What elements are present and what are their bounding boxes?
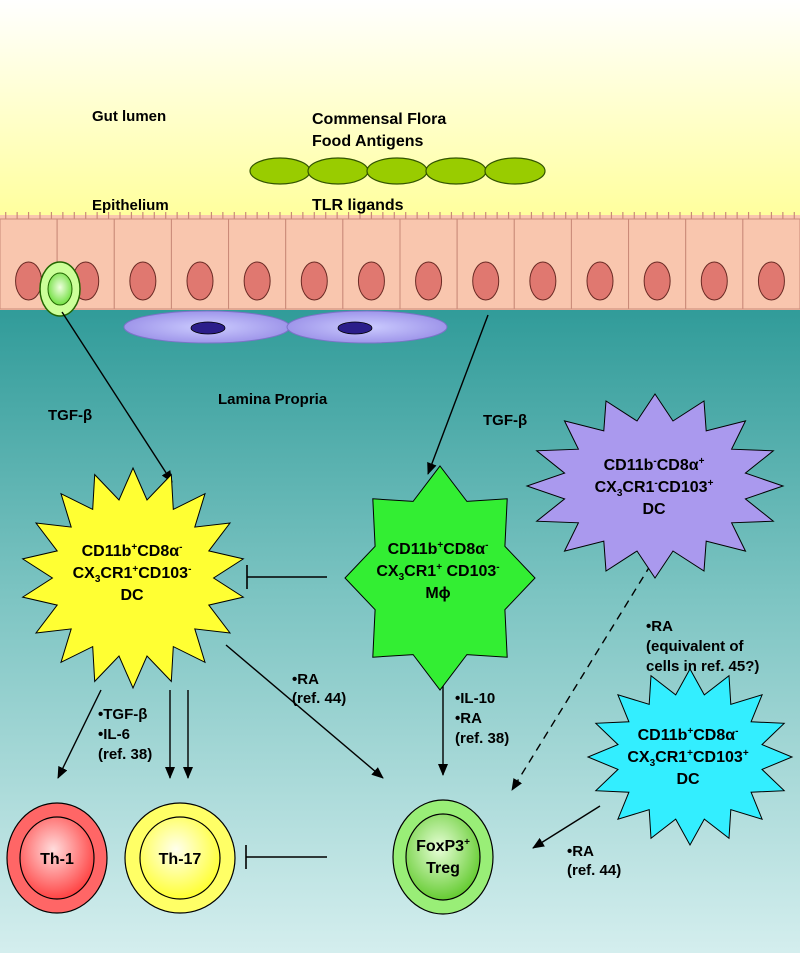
food-antigen-particle xyxy=(484,157,546,185)
svg-text:(ref. 44): (ref. 44) xyxy=(292,690,346,707)
gut-lumen-label: Gut lumen xyxy=(92,108,166,125)
th1-label: Th-1 xyxy=(40,851,74,868)
dc-purple-cell xyxy=(525,393,785,579)
svg-text:(ref. 38): (ref. 38) xyxy=(98,746,152,763)
dc-yellow-cell xyxy=(21,466,245,690)
svg-text:(equivalent of: (equivalent of xyxy=(646,638,745,655)
svg-text:DC: DC xyxy=(120,587,144,604)
tlr-ligands-label: TLR ligands xyxy=(312,197,404,214)
macrophage-green-label: CD11b+CD8α- CX3CR1+ CD103- Mϕ xyxy=(376,540,499,602)
signal-dc-cyan-to-treg: •RA (ref. 44) xyxy=(567,843,621,879)
macrophage-green-cell xyxy=(344,465,536,691)
treg-cell: FoxP3+ Treg xyxy=(392,799,494,915)
svg-text:•IL-6: •IL-6 xyxy=(98,726,130,743)
svg-text:(ref. 38): (ref. 38) xyxy=(455,730,509,747)
svg-text:•RA: •RA xyxy=(292,671,319,688)
svg-text:•RA: •RA xyxy=(646,618,673,635)
arrow-mcell-to-dc xyxy=(61,311,173,483)
epithelial-nucleus xyxy=(186,261,214,301)
th17-cell: Th-17 xyxy=(124,802,236,914)
epithelial-nucleus xyxy=(357,261,385,301)
th1-cell: Th-1 xyxy=(6,802,108,914)
epithelium-label: Epithelium xyxy=(92,197,169,214)
food-antigen-particle xyxy=(249,157,311,185)
treg-label-treg: Treg xyxy=(426,860,460,877)
dc-cyan-label: CD11b+CD8α- CX3CR1+CD103+ DC xyxy=(627,726,748,788)
dc-nucleus-left xyxy=(190,321,226,335)
svg-text:•TGF-β: •TGF-β xyxy=(98,706,147,723)
lamina-propria-label: Lamina Propria xyxy=(218,391,328,408)
svg-text:•RA: •RA xyxy=(455,710,482,727)
epithelial-nucleus xyxy=(472,261,500,301)
svg-text:CD11b+CD8α-: CD11b+CD8α- xyxy=(388,540,489,558)
svg-text:CX3CR1+CD103+: CX3CR1+CD103+ xyxy=(627,748,748,769)
arrow-dc-to-treg xyxy=(225,644,384,779)
arrow-dc-purple-to-treg xyxy=(511,552,659,791)
svg-text:CX3CR1+ CD103-: CX3CR1+ CD103- xyxy=(376,562,499,583)
svg-text:CX3CR1+CD103-: CX3CR1+CD103- xyxy=(73,564,192,585)
dc-purple-label: CD11b-CD8α+ CX3CR1-CD103+ DC xyxy=(595,456,714,518)
signal-mphi-to-treg: •IL-10 •RA (ref. 38) xyxy=(455,690,509,747)
inhibit-treg-to-th17 xyxy=(245,845,327,869)
svg-text:DC: DC xyxy=(642,501,666,518)
dc-yellow-label: CD11b+CD8α- CX3CR1+CD103- DC xyxy=(73,542,192,604)
food-antigen-particles xyxy=(249,157,546,185)
svg-text:CD11b+CD8α-: CD11b+CD8α- xyxy=(82,542,183,560)
arrow-dc-cyan-to-treg xyxy=(532,805,601,849)
dc-nucleus-right xyxy=(337,321,373,335)
svg-text:CD11b-CD8α+: CD11b-CD8α+ xyxy=(604,456,705,474)
svg-text:Mϕ: Mϕ xyxy=(425,585,450,602)
epithelial-nucleus xyxy=(300,261,328,301)
svg-text:•RA: •RA xyxy=(567,843,594,860)
signal-dc-to-treg: •RA (ref. 44) xyxy=(292,671,346,707)
th17-label: Th-17 xyxy=(159,851,202,868)
epithelial-nucleus xyxy=(643,261,671,301)
treg-label-foxp3: FoxP3+ xyxy=(416,837,470,855)
svg-text:CD11b+CD8α-: CD11b+CD8α- xyxy=(638,726,739,744)
svg-text:CX3CR1-CD103+: CX3CR1-CD103+ xyxy=(595,478,714,499)
epithelial-nucleus xyxy=(415,261,443,301)
commensal-flora-label: Commensal Flora xyxy=(312,111,446,128)
tgfb-right-label: TGF-β xyxy=(483,412,527,429)
epithelial-nucleus xyxy=(243,261,271,301)
gut-lumen-region xyxy=(0,0,800,225)
svg-text:DC: DC xyxy=(676,771,700,788)
food-antigen-particle xyxy=(307,157,369,185)
epithelial-nucleus xyxy=(757,261,785,301)
m-cell-nucleus xyxy=(47,272,73,306)
arrow-dc-to-th1 xyxy=(57,689,102,779)
dc-cyan-cell xyxy=(586,667,794,847)
tgfb-left-label: TGF-β xyxy=(48,407,92,424)
food-antigens-label: Food Antigens xyxy=(312,133,423,150)
epithelial-nucleus xyxy=(586,261,614,301)
svg-text:cells in ref. 45?): cells in ref. 45?) xyxy=(646,658,759,675)
food-antigen-particle xyxy=(366,157,428,185)
svg-text:(ref. 44): (ref. 44) xyxy=(567,862,621,879)
inhibit-mphi-to-dc xyxy=(246,565,327,589)
food-antigen-particle xyxy=(425,157,487,185)
epithelial-nucleus xyxy=(15,261,43,301)
epithelial-nucleus xyxy=(529,261,557,301)
arrow-epithelium-to-mphi xyxy=(427,314,489,475)
svg-text:•IL-10: •IL-10 xyxy=(455,690,495,707)
epithelial-nucleus xyxy=(129,261,157,301)
epithelial-cells xyxy=(0,212,800,310)
signal-dc-to-th: •TGF-β •IL-6 (ref. 38) xyxy=(98,706,152,763)
epithelial-nucleus xyxy=(700,261,728,301)
signal-dc-purple-to-treg: •RA (equivalent of cells in ref. 45?) xyxy=(646,618,759,675)
